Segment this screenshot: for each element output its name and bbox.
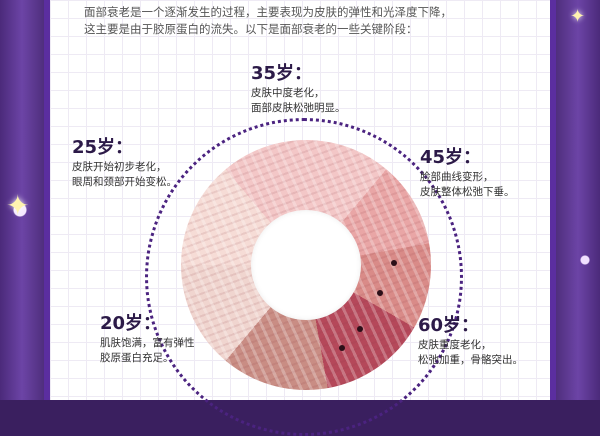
star-icon: ✦ bbox=[570, 6, 586, 27]
stage-age: 60岁： bbox=[418, 315, 480, 336]
content-card: 面部衰老是一个逐渐发生的过程，主要表现为皮肤的弹性和光泽度下降， 这主要是由于胶… bbox=[44, 0, 556, 436]
stage-desc: 脸部曲线变形， 皮肤整体松弛下垂。 bbox=[420, 171, 515, 198]
stage-20: 20岁： 肌肤饱满，富有弹性 胶原蛋白充足。 bbox=[100, 314, 195, 366]
skin-layers-ring bbox=[181, 140, 431, 390]
skin-pore bbox=[391, 260, 397, 266]
stage-age: 45岁： bbox=[420, 147, 482, 168]
intro-line-2: 这主要是由于胶原蛋白的流失。以下是面部衰老的一些关键阶段： bbox=[84, 22, 418, 36]
stage-desc: 皮肤重度老化， 松弛加重，骨骼突出。 bbox=[418, 339, 523, 366]
intro-line-1: 面部衰老是一个逐渐发生的过程，主要表现为皮肤的弹性和光泽度下降， bbox=[84, 5, 452, 19]
stage-desc: 皮肤开始初步老化， 眼周和颈部开始变松。 bbox=[72, 161, 177, 188]
stage-desc: 肌肤饱满，富有弹性 胶原蛋白充足。 bbox=[100, 337, 195, 364]
stage-45: 45岁： 脸部曲线变形， 皮肤整体松弛下垂。 bbox=[420, 148, 515, 200]
stage-age: 20岁： bbox=[100, 313, 162, 334]
skin-pore bbox=[339, 345, 345, 351]
skin-pore bbox=[357, 326, 363, 332]
ring-center bbox=[251, 210, 361, 320]
stage-desc: 皮肤中度老化， 面部皮肤松弛明显。 bbox=[251, 87, 346, 114]
skin-pore bbox=[377, 290, 383, 296]
intro-text: 面部衰老是一个逐渐发生的过程，主要表现为皮肤的弹性和光泽度下降， 这主要是由于胶… bbox=[84, 4, 524, 38]
stage-age: 25岁： bbox=[72, 137, 134, 158]
stage-60: 60岁： 皮肤重度老化， 松弛加重，骨骼突出。 bbox=[418, 316, 523, 368]
stage-35: 35岁： 皮肤中度老化， 面部皮肤松弛明显。 bbox=[251, 64, 346, 116]
stage-age: 35岁： bbox=[251, 63, 313, 84]
star-icon: ✦ bbox=[6, 189, 30, 222]
stage-25: 25岁： 皮肤开始初步老化， 眼周和颈部开始变松。 bbox=[72, 138, 177, 190]
